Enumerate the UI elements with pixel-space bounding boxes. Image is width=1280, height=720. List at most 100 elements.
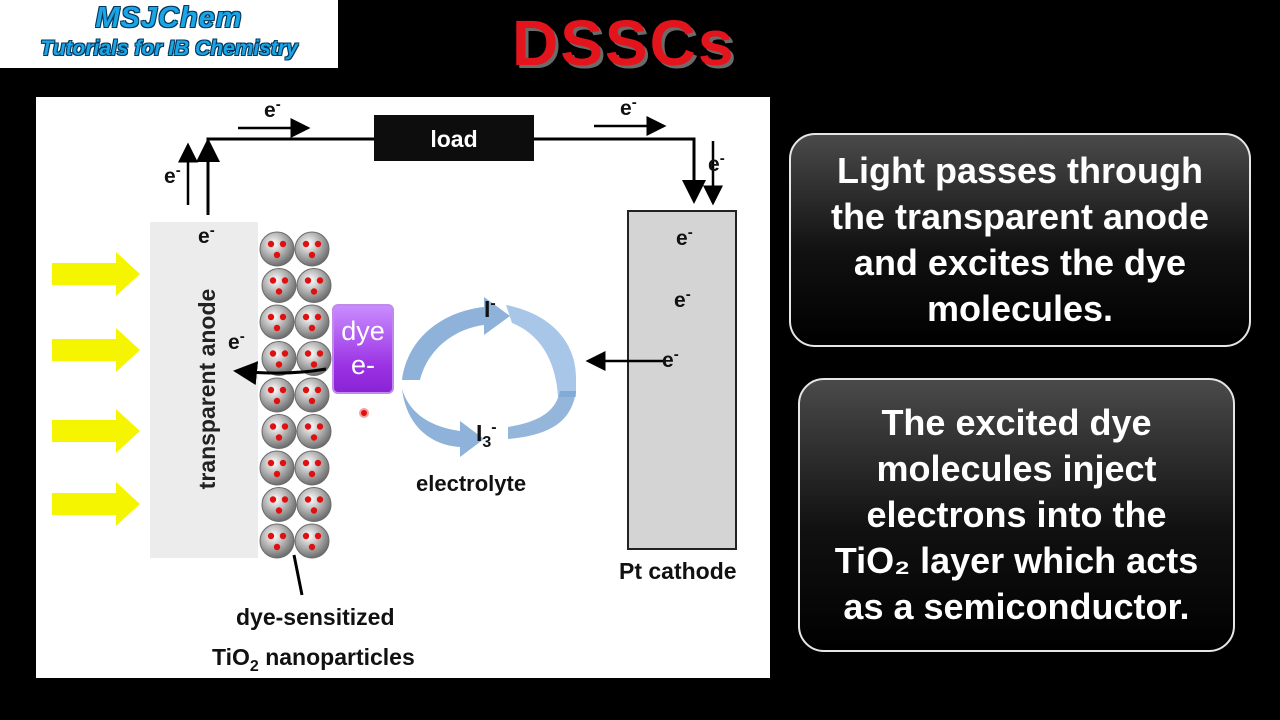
cycle-arrow-lower (402, 389, 484, 457)
dye-dot (273, 543, 281, 551)
light-arrow (52, 409, 140, 453)
electron-label: e- (198, 222, 215, 248)
dye-dot (269, 423, 277, 430)
slide-title: DSSCs (512, 7, 736, 79)
dye-dot (275, 288, 283, 295)
dye-dot (308, 543, 316, 551)
dye-dot (275, 507, 283, 514)
dye-dot (308, 470, 316, 478)
circuit-wire-right (534, 137, 696, 197)
dye-dot (302, 459, 310, 467)
electron-dot (359, 408, 369, 418)
dye-dot (275, 434, 283, 441)
dye-dot (302, 240, 310, 248)
light-arrow (52, 328, 140, 372)
nanoparticle (296, 414, 332, 449)
nanoparticle (261, 268, 297, 303)
iodide-label: I- (484, 295, 496, 322)
nanoparticle (259, 523, 295, 559)
electron-label: e- (264, 97, 281, 122)
load-box (374, 115, 534, 161)
cycle-arrow-bottom-right (508, 391, 576, 439)
callout-line: The excited dye (881, 402, 1152, 443)
dye-dot (269, 277, 277, 284)
callout-line: Light passes through (836, 150, 1203, 191)
tio2-nanoparticles (259, 231, 332, 559)
dye-dot (281, 496, 289, 503)
callout-injection: The excited dye molecules inject electro… (798, 378, 1235, 652)
dye-dot (267, 240, 275, 248)
dye-dot (308, 324, 316, 332)
dye-dot (316, 423, 324, 430)
dye-dot (267, 459, 275, 467)
dye-dot (267, 532, 275, 540)
dye-dot (308, 397, 316, 405)
callout-line: molecules. (926, 288, 1114, 329)
light-arrows (52, 252, 140, 526)
nanoparticle (294, 231, 330, 267)
load-label: load (430, 126, 477, 152)
nanoparticle (259, 304, 295, 340)
electron-label: e- (708, 150, 725, 176)
dye-dot (304, 277, 312, 284)
callout-line: TiO₂ layer which acts (834, 540, 1199, 581)
nanoparticle (259, 377, 295, 413)
electrolyte-label: electrolyte (416, 471, 526, 496)
dye-label: dye (341, 316, 385, 346)
dye-dot (279, 313, 287, 321)
dye-dot (269, 496, 277, 503)
cycle-arrow-upper (402, 297, 510, 380)
dye-dot (314, 240, 322, 248)
dssc-diagram: transparent anode Pt cathode load e- e- … (36, 97, 770, 678)
callout-line: as a semiconductor. (843, 586, 1190, 627)
circuit-wire (206, 137, 374, 215)
dye-molecule: dye e- (332, 304, 394, 394)
dye-electron-label: e- (350, 350, 375, 380)
anode-plate (150, 222, 258, 558)
nanoparticle (261, 341, 297, 376)
electron-label: e- (662, 346, 679, 372)
electron-label: e- (674, 286, 691, 312)
particles-label-line1: dye-sensitized (236, 604, 395, 630)
electron-label: e- (676, 224, 693, 250)
dye-dot (310, 507, 318, 514)
dye-dot (308, 251, 316, 259)
dye-dot (316, 496, 324, 503)
callout-line: and excites the dye (853, 242, 1187, 283)
nanoparticle (296, 487, 332, 522)
dye-dot (267, 313, 275, 321)
nanoparticle (294, 304, 330, 340)
dye-dot (279, 240, 287, 248)
logo-subtitle: Tutorials for IB Chemistry (40, 37, 298, 60)
nanoparticle (294, 377, 330, 413)
anode-label: transparent anode (194, 289, 220, 490)
dye-dot (279, 386, 287, 394)
dye-dot (316, 277, 324, 284)
dye-dot (267, 386, 275, 394)
light-arrow (52, 482, 140, 526)
cathode-plate (627, 210, 737, 550)
electron-label: e- (620, 97, 637, 120)
msjchem-logo: MSJChem Tutorials for IB Chemistry (0, 0, 338, 68)
dye-dot (273, 251, 281, 259)
dye-dot (275, 361, 283, 368)
nanoparticle (261, 487, 297, 522)
callout-light: Light passes through the transparent ano… (789, 133, 1251, 347)
cathode-label: Pt cathode (619, 558, 737, 584)
dye-dot (302, 532, 310, 540)
callout-line: electrons into the (866, 494, 1167, 535)
electron-label: e- (164, 162, 181, 188)
dye-dot (316, 350, 324, 357)
dye-dot (314, 313, 322, 321)
nanoparticle (294, 450, 330, 486)
dye-dot (310, 288, 318, 295)
dye-dot (314, 459, 322, 467)
callout-line: molecules inject (876, 448, 1157, 489)
triiodide-label: I3- (476, 419, 497, 451)
nanoparticle (259, 450, 295, 486)
cycle-arrow-right (506, 305, 576, 397)
dye-dot (281, 350, 289, 357)
dye-dot (273, 470, 281, 478)
dye-dot (302, 313, 310, 321)
logo-title: MSJChem (95, 2, 243, 34)
